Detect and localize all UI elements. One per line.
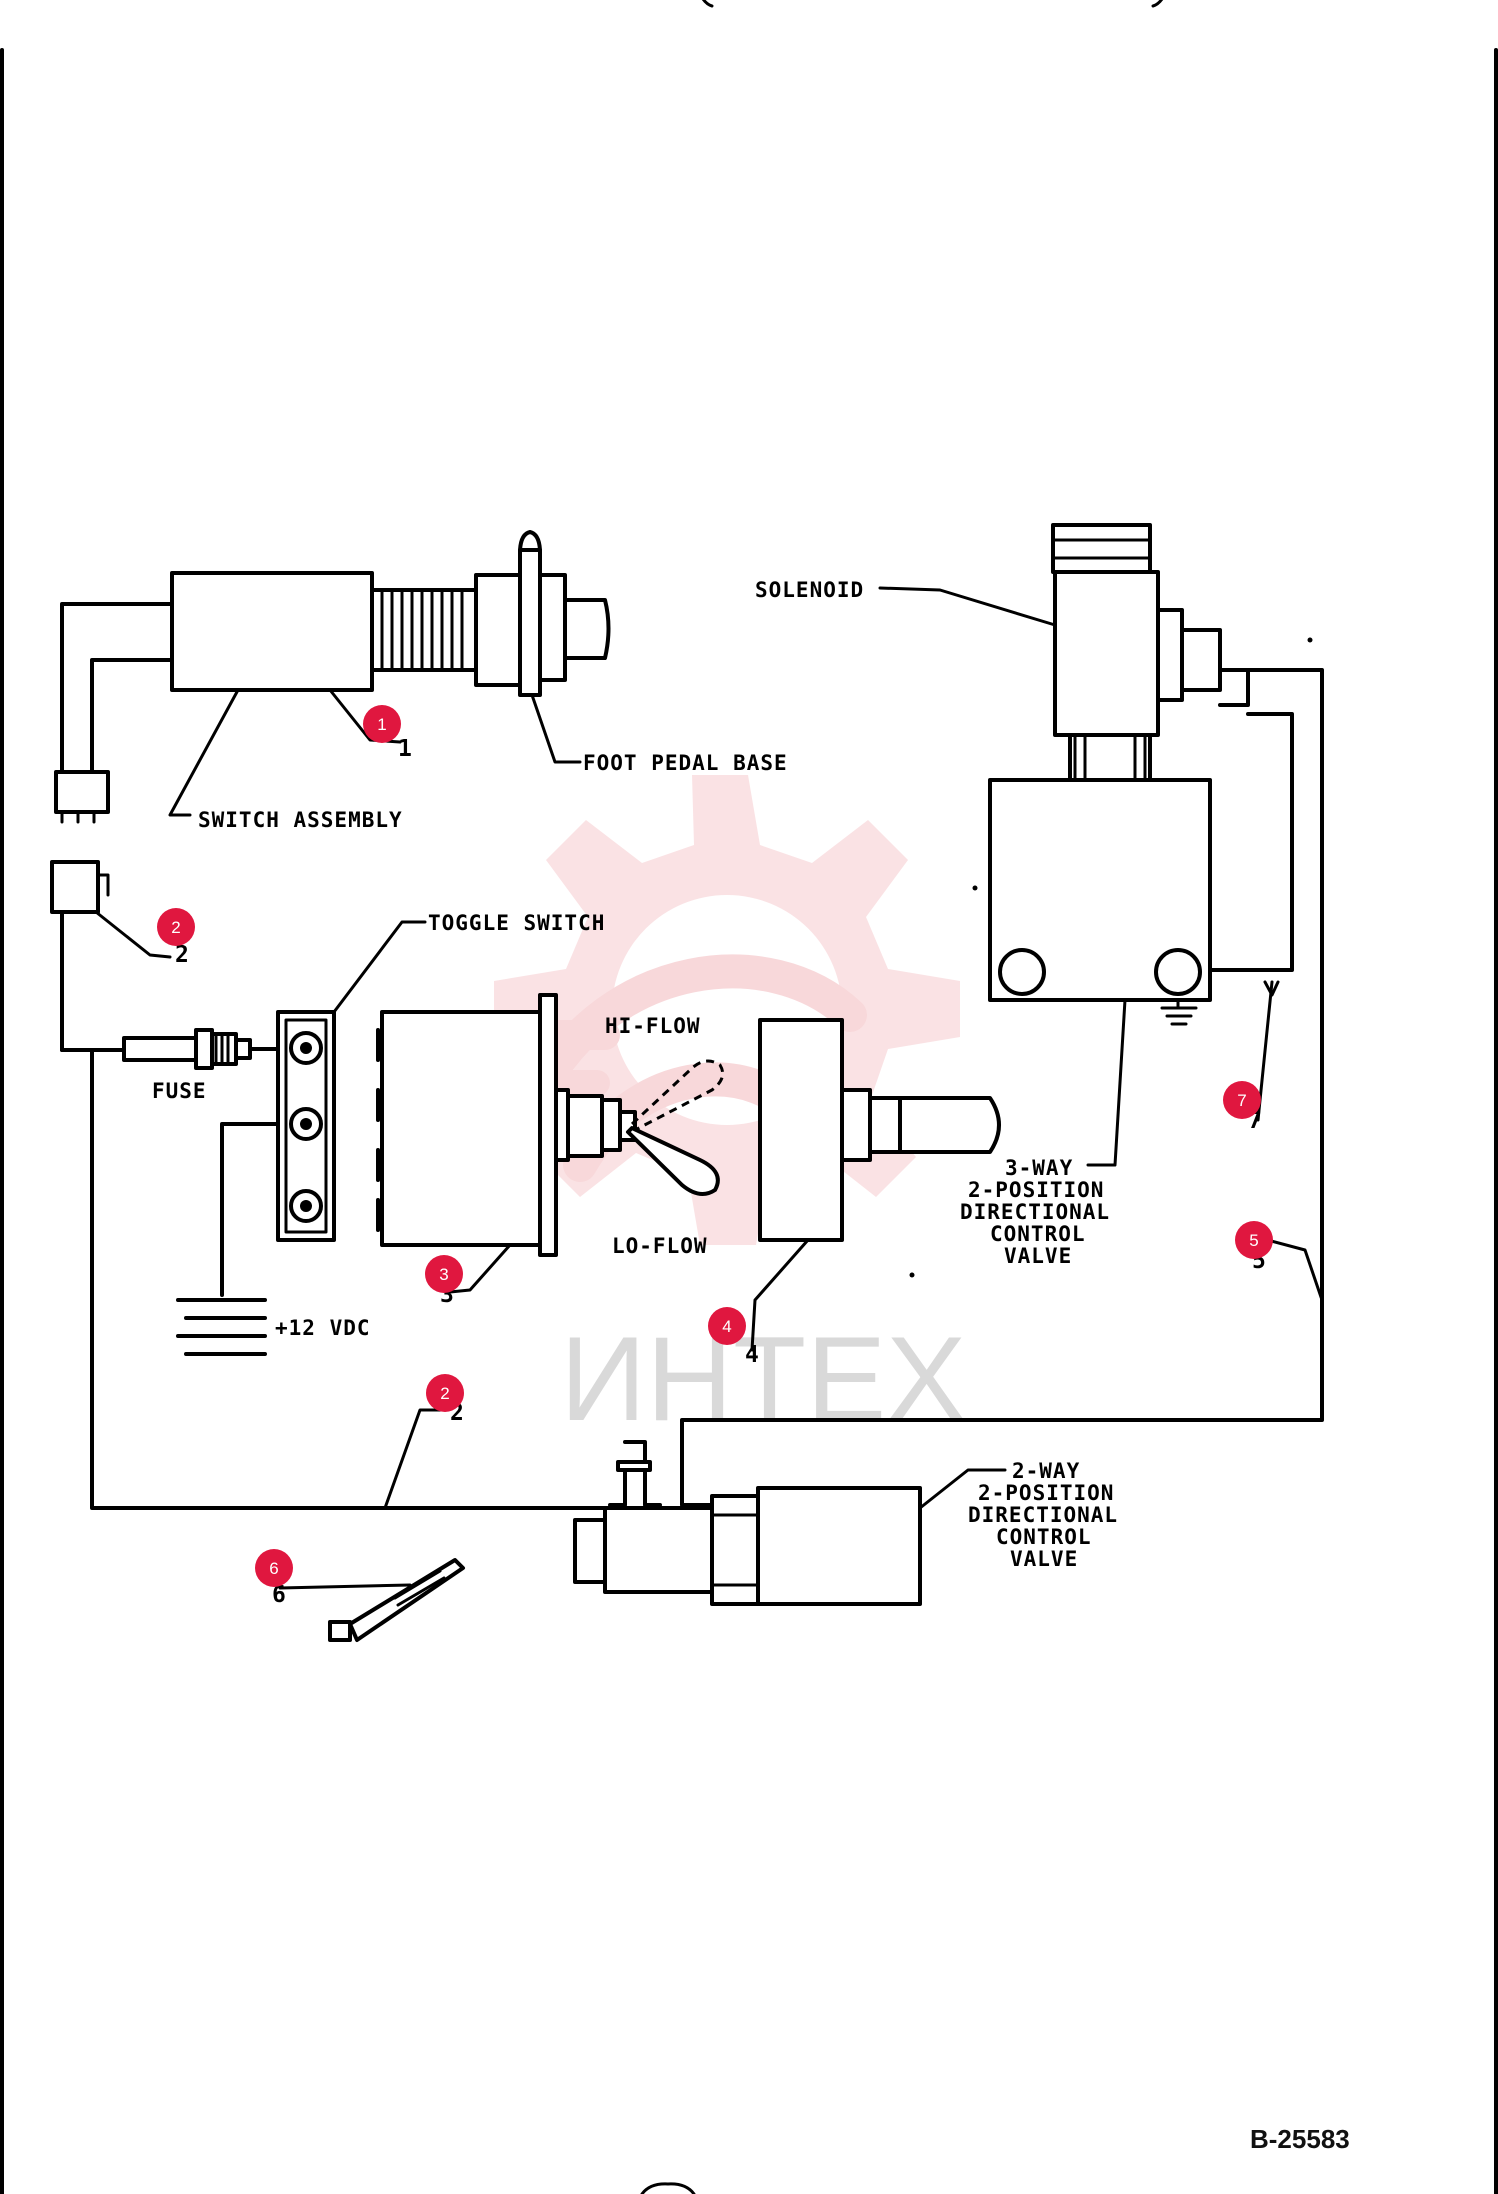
two-way-valve-label-line-1: 2-WAY: [1012, 1459, 1080, 1483]
svg-text:2: 2: [440, 1384, 449, 1403]
switch-assembly-label: SWITCH ASSEMBLY: [198, 808, 403, 832]
drawing-code: B-25583: [1250, 2124, 1350, 2154]
svg-text:4: 4: [722, 1317, 731, 1336]
cable-tie: 6: [272, 1558, 465, 1642]
three-way-valve-label-line-1: 3-WAY: [1005, 1156, 1073, 1180]
switch-boot: 4: [745, 1018, 1001, 1368]
callout-4: 4: [708, 1307, 746, 1345]
svg-text:7: 7: [1237, 1091, 1246, 1110]
two-way-valve-label-line-4: CONTROL: [996, 1525, 1092, 1549]
vdc-label: +12 VDC: [275, 1316, 371, 1340]
two-way-valve-label-line-3: DIRECTIONAL: [968, 1503, 1118, 1527]
part-number-2-upper: 2: [175, 942, 190, 968]
part-number-6: 6: [272, 1582, 287, 1608]
three-way-valve-label-line-3: DIRECTIONAL: [960, 1200, 1110, 1224]
callout-6: 6: [255, 1549, 293, 1587]
svg-text:1: 1: [377, 715, 386, 734]
callout-5: 5: [1235, 1221, 1273, 1259]
svg-text:6: 6: [269, 1559, 278, 1578]
toggle-switch-label: TOGGLE SWITCH: [428, 911, 605, 935]
terminal-block: TOGGLE SWITCH: [276, 911, 605, 1242]
solenoid-label: SOLENOID: [755, 578, 864, 602]
specks: [909, 637, 1313, 1278]
part-number-1: 1: [398, 736, 413, 762]
callout-markers: 1 2 2 3 4 5 6: [157, 705, 1273, 1587]
battery-12vdc: +12 VDC: [176, 1122, 371, 1356]
two-way-valve-label-line-5: VALVE: [1010, 1547, 1078, 1571]
lo-flow-label: LO-FLOW: [612, 1234, 708, 1258]
two-way-valve-label-line-2: 2-POSITION: [978, 1481, 1114, 1505]
connector-2-upper: 2: [50, 860, 190, 1052]
callout-7: 7: [1223, 1081, 1261, 1119]
two-way-valve-label: 2-WAY 2-POSITION DIRECTIONAL CONTROL VAL…: [968, 1459, 1118, 1571]
callout-1: 1: [363, 705, 401, 743]
two-way-valve: 2-WAY 2-POSITION DIRECTIONAL CONTROL VAL…: [573, 1440, 1118, 1606]
part-number-4: 4: [745, 1342, 760, 1368]
three-way-valve-label-line-4: CONTROL: [990, 1222, 1086, 1246]
callout-2-upper: 2: [157, 908, 195, 946]
toggle-switch-body: HI-FLOW LO-FLOW 3: [376, 993, 725, 1308]
hi-flow-label: HI-FLOW: [605, 1014, 701, 1038]
three-way-valve-label-line-5: VALVE: [1004, 1244, 1072, 1268]
watermark-text: ИНТЕХ: [560, 1312, 966, 1446]
foot-pedal-base-label: FOOT PEDAL BASE: [583, 751, 788, 775]
callout-3: 3: [425, 1255, 463, 1293]
three-way-valve-label: 3-WAY 2-POSITION DIRECTIONAL CONTROL VAL…: [960, 1156, 1110, 1268]
fuse-assembly: FUSE: [122, 1028, 287, 1103]
svg-text:5: 5: [1249, 1231, 1258, 1250]
svg-text:3: 3: [439, 1265, 448, 1284]
three-way-valve: SOLENOID 3-WAY 2-POSITION DIRECTIONAL CO…: [755, 523, 1324, 1302]
fuse-label: FUSE: [152, 1079, 207, 1103]
foot-pedal-switch-assembly: SWITCH ASSEMBLY FOOT PEDAL BASE 1: [54, 530, 788, 832]
svg-text:2: 2: [171, 918, 180, 937]
three-way-valve-label-line-2: 2-POSITION: [968, 1178, 1104, 1202]
callout-2-lower: 2: [426, 1374, 464, 1412]
